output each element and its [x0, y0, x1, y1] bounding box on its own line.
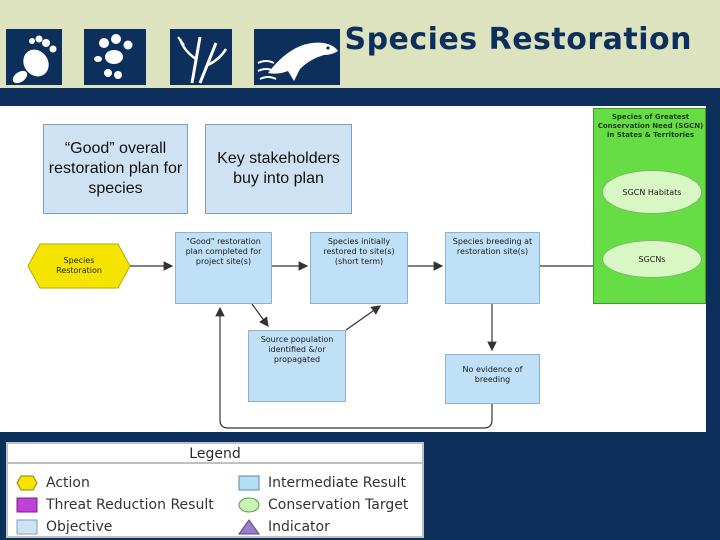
callout-good-plan: “Good” overall restoration plan for spec…: [43, 124, 188, 214]
legend-label-intermediate-result: Intermediate Result: [268, 475, 407, 491]
triangle-icon: [238, 519, 260, 535]
legend-label-objective: Objective: [46, 519, 113, 535]
hexagon-icon: [16, 475, 38, 491]
target-panel-title: Species of Greatest Conservation Need (S…: [597, 113, 704, 139]
bottom-right-panel: [426, 432, 706, 540]
plant-icon: [170, 29, 232, 85]
node-source-population: Source population identified &/or propag…: [248, 330, 346, 402]
header: Species Restoration: [0, 0, 720, 106]
right-border-strip: [706, 106, 720, 540]
legend-item-action: Action: [16, 472, 90, 494]
node-no-evidence-breeding: No evidence of breeding: [445, 354, 540, 404]
rectangle-icon: [16, 497, 38, 513]
sgcns-target: SGCNs: [602, 240, 702, 278]
paw-icon: [84, 29, 146, 85]
legend-label-threat-reduction: Threat Reduction Result: [46, 497, 214, 513]
legend-item-indicator: Indicator: [238, 516, 330, 538]
legend-title: Legend: [8, 444, 422, 464]
legend-item-threat-reduction: Threat Reduction Result: [16, 494, 214, 516]
species-restoration-action: Species Restoration: [56, 256, 102, 275]
legend: Legend Action Intermediate Result Threat…: [6, 442, 424, 538]
action-hexagon: [27, 243, 131, 289]
footprint-icon: [6, 29, 62, 85]
legend-label-indicator: Indicator: [268, 519, 330, 535]
node-plan-completed: "Good" restoration plan completed for pr…: [175, 232, 272, 304]
rectangle-icon: [16, 519, 38, 535]
node-species-breeding: Species breeding at restoration site(s): [445, 232, 540, 304]
legend-label-action: Action: [46, 475, 90, 491]
node-species-restored: Species initially restored to site(s) (s…: [310, 232, 408, 304]
page-title: Species Restoration: [344, 22, 692, 57]
legend-item-objective: Objective: [16, 516, 112, 538]
ellipse-icon: [238, 497, 260, 513]
rectangle-icon: [238, 475, 260, 491]
legend-item-conservation-target: Conservation Target: [238, 494, 408, 516]
legend-item-intermediate-result: Intermediate Result: [238, 472, 406, 494]
fish-icon: [254, 29, 340, 85]
sgcn-habitats-target: SGCN Habitats: [602, 170, 702, 214]
legend-label-conservation-target: Conservation Target: [268, 497, 409, 513]
callout-key-stakeholders: Key stakeholders buy into plan: [205, 124, 352, 214]
